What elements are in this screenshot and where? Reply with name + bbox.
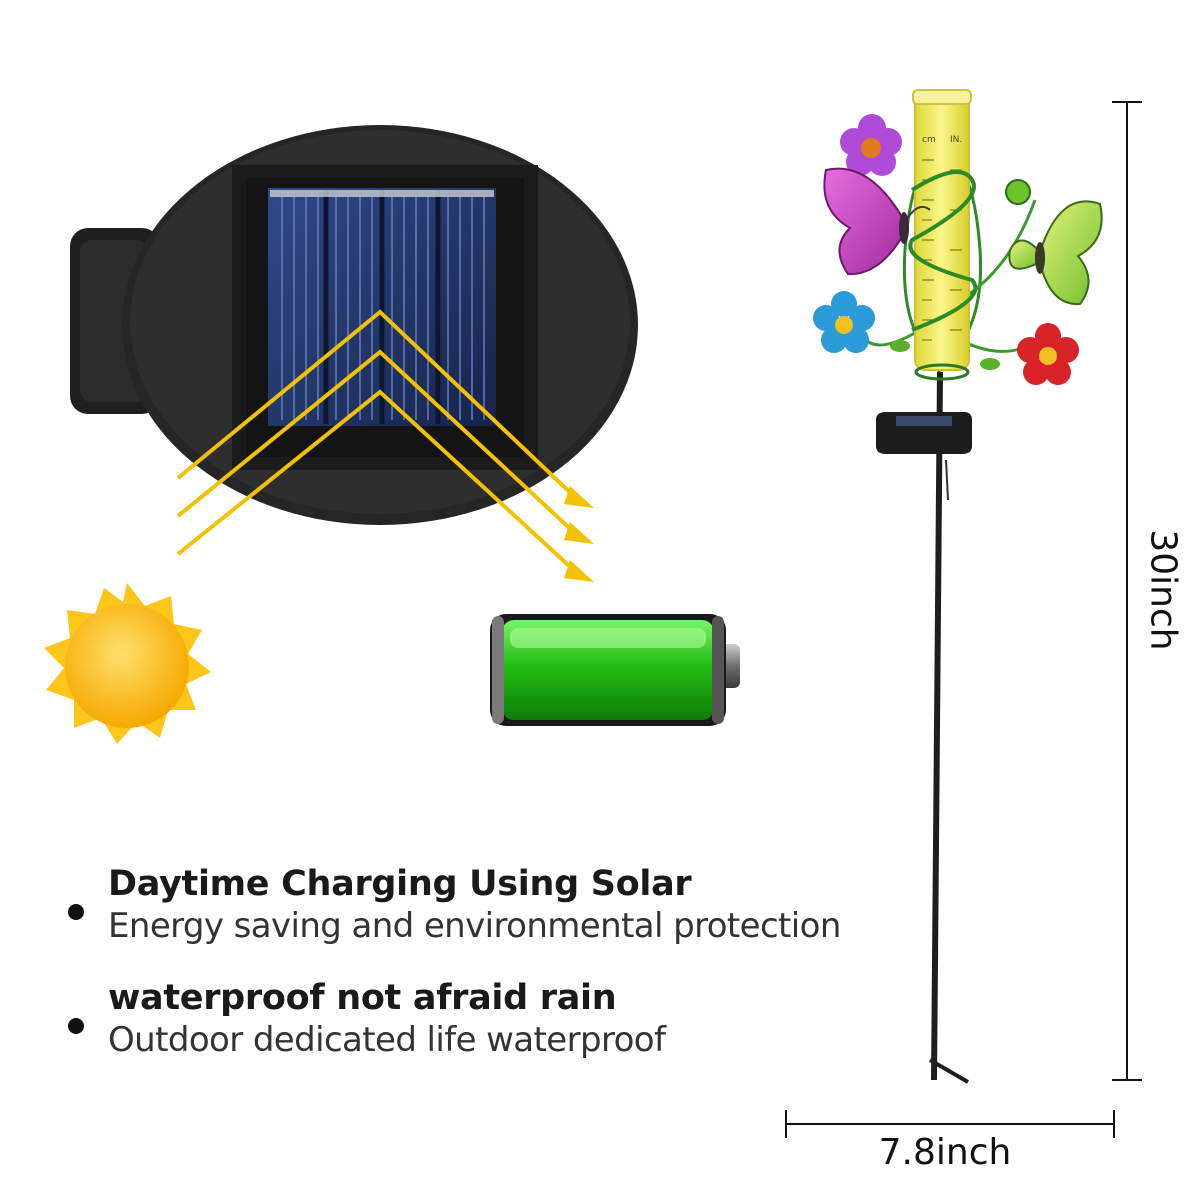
flower-icon xyxy=(840,114,902,176)
flower-icon xyxy=(813,291,875,353)
feature-title: waterproof not afraid rain xyxy=(108,978,617,1018)
flower-icon xyxy=(1017,323,1079,385)
rain-gauge-product: cm IN. xyxy=(813,89,1103,1084)
height-label: 30inch xyxy=(1142,529,1184,651)
width-label: 7.8inch xyxy=(878,1132,1012,1173)
butterfly-icon xyxy=(1005,179,1103,306)
feature-item: waterproof not afraid rain Outdoor dedic… xyxy=(60,976,880,1060)
height-dimension-line xyxy=(1112,101,1142,1081)
gauge-unit-cm: cm xyxy=(922,135,936,145)
bullet-icon xyxy=(68,1018,84,1034)
width-dimension-line xyxy=(785,1110,1115,1138)
battery-icon xyxy=(490,614,740,726)
feature-list: Daytime Charging Using Solar Energy savi… xyxy=(60,862,880,1090)
solar-panel-icon xyxy=(70,125,638,525)
feature-title: Daytime Charging Using Solar xyxy=(108,864,692,904)
butterfly-icon xyxy=(823,167,931,276)
light-ray-arrow-icon xyxy=(176,309,580,576)
feature-subtitle: Outdoor dedicated life waterproof xyxy=(108,1020,666,1060)
bullet-icon xyxy=(68,904,84,920)
sun-icon xyxy=(44,583,211,744)
feature-subtitle: Energy saving and environmental protecti… xyxy=(108,906,841,946)
gauge-unit-in: IN. xyxy=(950,135,962,145)
feature-item: Daytime Charging Using Solar Energy savi… xyxy=(60,862,880,946)
